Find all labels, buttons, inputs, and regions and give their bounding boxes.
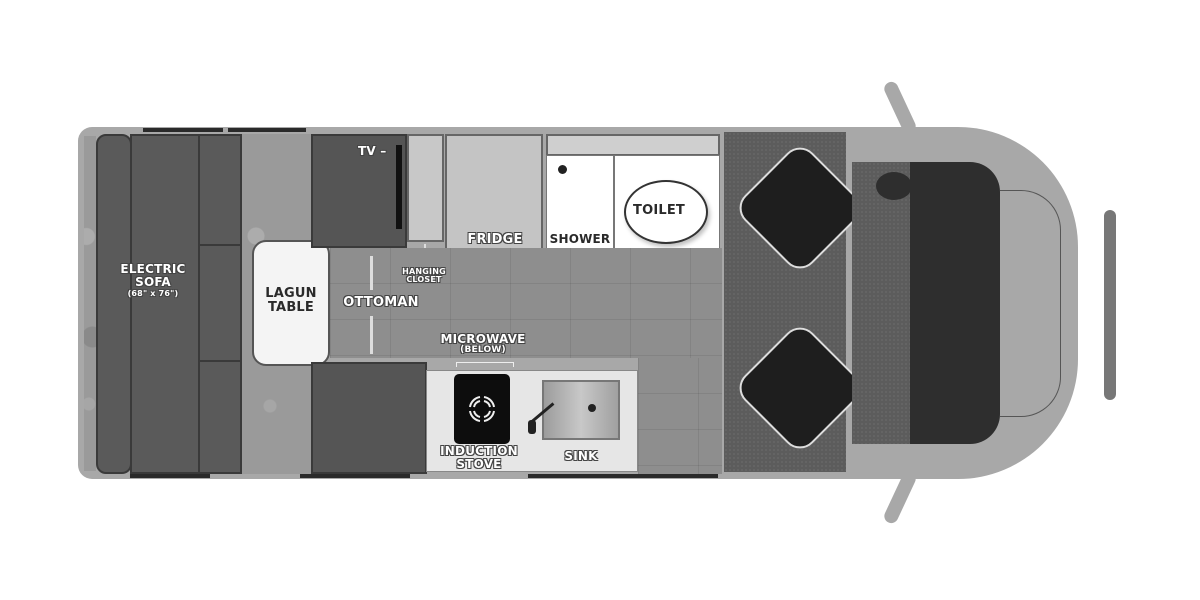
ottoman-label: OTTOMAN: [343, 295, 419, 310]
induction-stove-label: INDUCTION STOVE: [440, 444, 518, 471]
steering-wheel-icon: [876, 172, 912, 200]
window-strip: [300, 474, 410, 478]
hanging-closet[interactable]: [407, 134, 444, 242]
electric-sofa: [96, 134, 242, 474]
fridge-label: FRIDGE: [467, 232, 523, 247]
sofa-arm-bottom: [198, 360, 242, 474]
hanging-closet-label: HANGING CLOSET: [402, 267, 446, 285]
window-strip: [528, 474, 718, 478]
tv-label: TV –: [358, 144, 387, 158]
sink-basin[interactable]: [542, 380, 620, 440]
burner-icon: [469, 396, 495, 422]
tv-screen: [396, 145, 402, 229]
grille: [1104, 210, 1116, 400]
ottoman-divider: [370, 316, 373, 354]
lagun-table[interactable]: [252, 240, 330, 366]
dinette-seat-bottom: [311, 362, 427, 474]
window-strip: [228, 128, 306, 132]
hood: [1000, 190, 1061, 417]
dashboard: [910, 162, 1000, 444]
dinette-seat-top: [311, 134, 407, 248]
window-strip: [130, 474, 210, 478]
sink-label: SINK: [564, 449, 598, 463]
ottoman-divider: [370, 256, 373, 290]
electric-sofa-label: ELECTRIC SOFA (68" x 76"): [120, 262, 186, 299]
induction-stove[interactable]: [454, 374, 510, 444]
toilet[interactable]: [624, 180, 708, 244]
bathroom-cabinet: [546, 134, 720, 156]
sofa-seat-cushion: [130, 134, 200, 474]
toilet-label: TOILET: [633, 203, 685, 218]
shower-label: SHOWER: [549, 232, 611, 246]
window-strip: [143, 128, 223, 132]
lagun-table-label: LAGUN TABLE: [265, 286, 317, 315]
microwave-label: MICROWAVE (BELOW): [440, 332, 526, 355]
rear-floor: [84, 136, 96, 471]
faucet-icon: [528, 420, 536, 434]
sink-drain-icon: [588, 404, 596, 412]
microwave-bracket: [456, 362, 514, 367]
galley-floor-right: [638, 358, 722, 474]
shower-drain-icon: [558, 165, 567, 174]
sofa-arm-middle: [198, 244, 242, 362]
sofa-arm-top: [198, 134, 242, 246]
sofa-back-cushion: [96, 134, 132, 474]
central-floor: [330, 248, 722, 358]
